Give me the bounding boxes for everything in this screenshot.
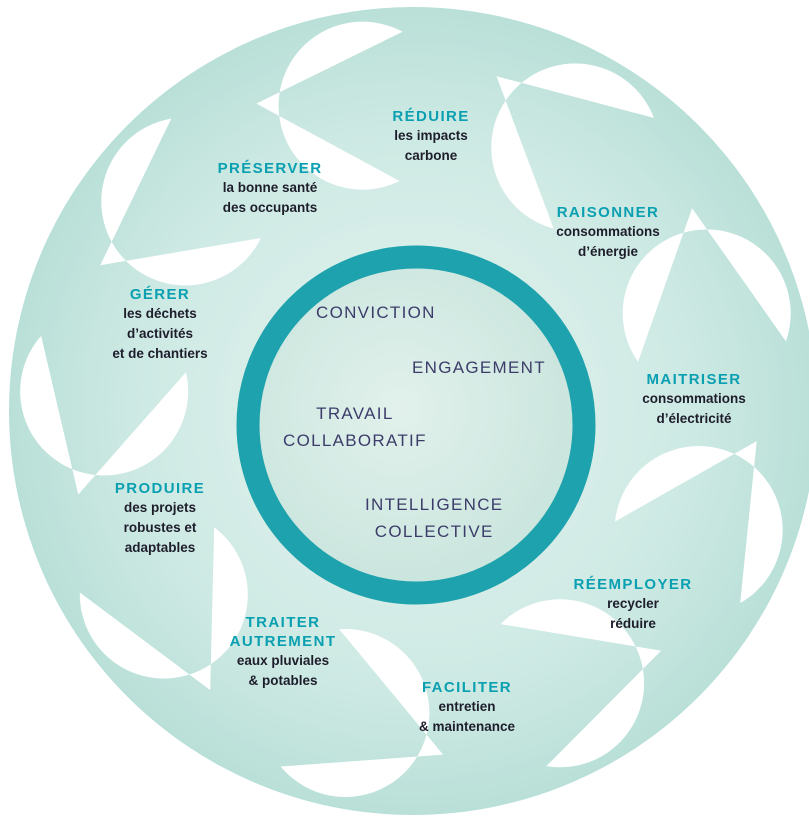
petal-line: réduire [610,616,656,631]
petal-title: MAITRISER [646,371,742,388]
petal-line: eaux pluviales [236,653,330,668]
petal-title: RÉEMPLOYER [573,576,693,593]
petal-reemployer: RÉEMPLOYER recycler réduire [573,575,692,634]
petal-preserver: PRÉSERVER la bonne santé des occupants [218,159,323,218]
petal-line: des projets [123,500,197,515]
value-line: CONVICTION [316,303,436,322]
petal-line: carbone [404,148,458,163]
petal-reduire: RÉDUIRE les impacts carbone [392,107,469,166]
petal-title: PRODUIRE [114,480,206,497]
petal-line: & maintenance [418,719,516,734]
petal-shape-7 [20,335,189,495]
petal-line: robustes et [123,520,197,535]
petal-title: RÉDUIRE [392,108,470,125]
petal-title: RAISONNER [556,204,660,221]
value-conviction: CONVICTION [316,299,436,326]
petal-traiter-autrement: TRAITER AUTREMENT eaux pluviales & potab… [230,613,337,691]
value-engagement: ENGAGEMENT [412,354,546,381]
petal-produire: PRODUIRE des projets robustes et adaptab… [115,479,205,558]
petal-line: la bonne santé [222,180,318,195]
value-line: INTELLIGENCE [365,495,504,514]
petal-faciliter: FACILITER entretien & maintenance [419,678,515,737]
value-line: ENGAGEMENT [412,358,546,377]
petal-shape-5 [280,628,444,797]
petal-line: consommations [642,391,746,406]
petal-line: des occupants [222,200,318,215]
petal-title: PRÉSERVER [217,160,323,177]
petal-line: entretien [438,699,496,714]
petal-shape-1 [491,63,654,229]
petal-line: et de chantiers [112,346,208,361]
petal-shape-3 [615,441,783,604]
petal-shape-0 [256,21,403,190]
core-ring [236,245,596,605]
inner-core [248,257,584,593]
value-travail-collaboratif: TRAVAIL COLLABORATIF [283,400,427,454]
petal-gerer: GÉRER les déchets d’activités et de chan… [112,285,207,364]
value-line: COLLECTIVE [374,522,494,541]
petal-line: les déchets [123,306,197,321]
petal-line: les impacts [394,128,468,143]
petal-line: recycler [607,596,659,611]
petal-title: GÉRER [129,286,191,303]
petal-title: TRAITER [245,614,321,631]
petal-line: d’énergie [577,244,639,259]
value-line: TRAVAIL [316,404,394,423]
petal-title: FACILITER [421,679,513,696]
petal-shape-2 [622,208,791,362]
petal-shape-8 [100,118,261,286]
petal-line: & potables [248,673,318,688]
petal-shape-4 [500,599,662,768]
petal-shapes [20,21,791,797]
petal-line: d’électricité [656,411,732,426]
petal-line: adaptables [124,540,196,555]
petal-title: AUTREMENT [229,633,337,650]
petal-maitriser: MAITRISER consommations d’électricité [642,370,746,429]
value-intelligence-collective: INTELLIGENCE COLLECTIVE [365,491,503,545]
petal-shape-6 [79,527,248,691]
petal-line: d’activités [126,326,194,341]
petal-line: consommations [556,224,660,239]
petal-raisonner: RAISONNER consommations d’énergie [556,203,660,262]
value-line: COLLABORATIF [283,431,427,450]
